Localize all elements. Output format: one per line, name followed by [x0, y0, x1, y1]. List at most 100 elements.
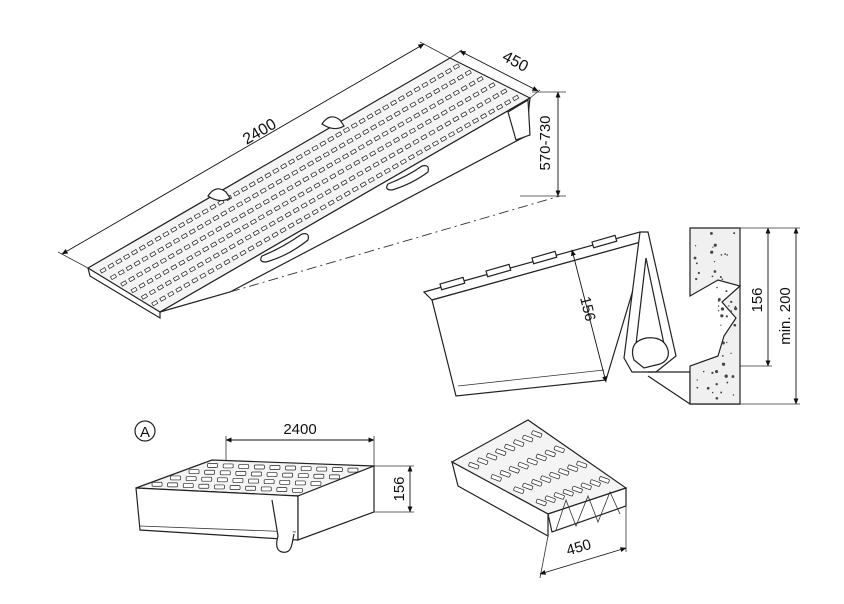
ramp-slot — [140, 293, 148, 300]
module-b-slot — [535, 453, 547, 462]
ramp-front-lip — [87, 267, 161, 320]
ramp-slot — [472, 117, 480, 124]
ramp-slot — [452, 89, 460, 96]
ramp-slot — [188, 266, 196, 273]
ramp-slot — [480, 112, 488, 120]
module-b-slot — [567, 464, 579, 472]
module-b-slot — [477, 457, 489, 465]
ramp-slot — [151, 262, 160, 269]
concrete-speck — [713, 260, 716, 263]
dim-label-module-height: 156 — [391, 476, 408, 501]
ramp-slot — [109, 273, 118, 281]
ramp-ground-line — [229, 195, 561, 293]
ramp-slot — [447, 131, 456, 138]
module-a-slot — [248, 478, 259, 484]
module-a-slot — [297, 473, 309, 479]
module-a-slot — [295, 480, 306, 486]
ramp-slot — [146, 277, 154, 285]
ramp-slot — [464, 95, 472, 103]
ramp-slot — [476, 102, 484, 109]
ramp-slot — [170, 264, 178, 271]
module-b-slot — [576, 460, 588, 469]
ramp-slot — [432, 114, 440, 121]
module-b-slot — [571, 485, 583, 494]
module-b-slot — [504, 443, 516, 452]
module-a-slot — [238, 464, 250, 469]
concrete-speck — [710, 250, 714, 254]
concrete-speck — [694, 245, 697, 247]
module-a-slot — [260, 486, 272, 492]
ramp-slot — [512, 94, 520, 102]
concrete-speck — [728, 305, 730, 307]
ramp-slot — [130, 286, 138, 294]
module-a-slot — [263, 479, 275, 485]
ramp-slot — [440, 109, 448, 116]
module-a-slot — [313, 473, 325, 479]
module-a-front — [135, 487, 299, 541]
ramp-slot — [196, 261, 204, 268]
concrete-speck — [731, 375, 735, 378]
ramp-main-view: 2400 450 570-730 — [57, 41, 566, 320]
ramp-slot — [107, 262, 115, 269]
ramp-slot — [186, 255, 194, 262]
dim-line-ramp-length — [61, 43, 425, 255]
ramp-slot — [204, 256, 212, 264]
ramp-slot — [429, 103, 437, 110]
concrete-speck — [726, 381, 729, 384]
ramp-slot — [439, 135, 448, 143]
ramp-slot — [444, 120, 452, 127]
ramp-slot — [468, 106, 476, 114]
ramp-slot — [437, 72, 445, 79]
concrete-speck — [697, 271, 700, 275]
module-a-slot — [276, 487, 288, 492]
module-b-slot — [508, 466, 520, 474]
module-b-slot — [580, 482, 592, 490]
ramp-slot — [123, 253, 131, 260]
ramp-slot — [125, 264, 133, 271]
module-b-slot — [535, 498, 547, 507]
ramp-deck — [86, 57, 532, 313]
concrete-speck — [720, 391, 723, 394]
ramp-slot — [172, 275, 180, 282]
module-b-slots — [468, 430, 610, 507]
concrete-speck — [717, 310, 720, 312]
ramp-slot — [151, 299, 159, 307]
ramp-slot — [207, 268, 215, 275]
section-marker-circle — [134, 420, 156, 442]
concrete-speck — [693, 256, 697, 260]
concrete-speck — [711, 275, 714, 278]
module-b-slot — [544, 495, 556, 503]
module-a-slot — [266, 472, 278, 477]
module-a-slots — [151, 463, 359, 493]
detail-concrete-texture — [693, 231, 738, 400]
ramp-slot — [472, 91, 480, 98]
module-a-slot — [219, 470, 231, 476]
module-b-slot — [513, 439, 525, 447]
dim-label-ramp-height: 570-730 — [537, 115, 554, 170]
concrete-speck — [695, 277, 698, 281]
module-b-slot — [544, 449, 556, 458]
dim-label-module-width: 450 — [564, 536, 593, 559]
dim-line-module-width — [539, 547, 627, 575]
concrete-speck — [721, 362, 726, 366]
concrete-speck — [711, 371, 714, 374]
concrete-speck — [725, 290, 728, 293]
module-a-slot — [222, 463, 234, 469]
concrete-speck — [696, 386, 699, 389]
module-a-slot — [269, 465, 281, 470]
ramp-slot — [223, 258, 231, 266]
dim-label-detail-step: 156 — [749, 287, 766, 312]
concrete-speck — [725, 315, 728, 318]
module-b-slot — [553, 445, 565, 453]
dim-label-ramp-length: 2400 — [240, 116, 279, 149]
dim-label-module-length: 2400 — [283, 421, 316, 438]
ramp-slot — [488, 108, 496, 115]
concrete-speck — [716, 286, 718, 289]
module-a-slot — [329, 474, 340, 480]
ramp-slot — [423, 144, 431, 152]
concrete-speck — [717, 298, 721, 301]
ramp-slot — [445, 68, 453, 75]
ramp-slot — [484, 97, 492, 104]
module-a-slot — [235, 471, 247, 476]
ramp-slot — [452, 63, 460, 70]
